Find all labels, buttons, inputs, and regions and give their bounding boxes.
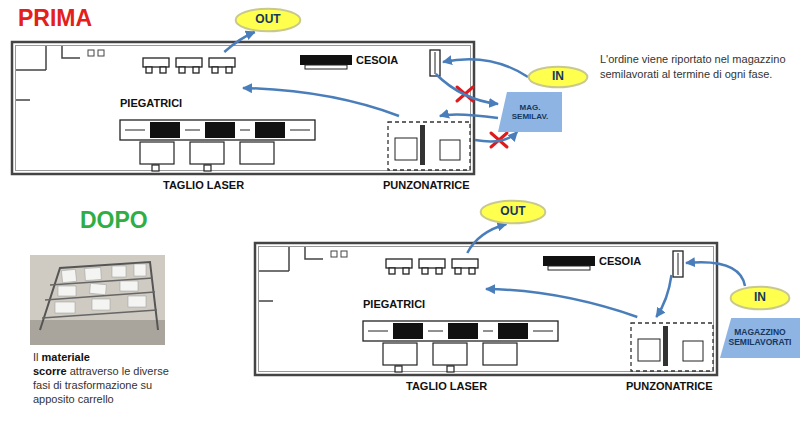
node-label: PIEGATRICI: [120, 97, 182, 110]
node-label: PUNZONATRICE: [383, 179, 470, 192]
node-label: IN: [552, 70, 564, 84]
flow-arrow: [486, 289, 637, 317]
ellipse-fill: [481, 201, 546, 224]
machine-area: PIEGATRICI: [118, 52, 243, 112]
machine-area: TAGLIO LASER: [361, 317, 561, 397]
flow-arrow: [243, 88, 399, 116]
flow-arrow: [436, 74, 498, 104]
warehouse-shape: MAG. SEMILAV.: [498, 92, 562, 132]
machine-area: CESOIA: [298, 50, 443, 74]
flow-arrow: [656, 275, 671, 317]
warehouse-fill: [498, 92, 562, 132]
flow-arrow: [440, 114, 498, 118]
node-label: TAGLIO LASER: [406, 380, 487, 393]
ellipse-fill: [529, 67, 588, 88]
warehouse-fill: [720, 318, 800, 358]
machine-area: PIEGATRICI: [361, 253, 486, 313]
ellipse-fill: [731, 287, 790, 310]
node-label: OUT: [255, 13, 280, 27]
machine-area: PUNZONATRICE: [623, 317, 718, 397]
section-heading: DOPO: [80, 207, 148, 234]
flow-arrow: [475, 132, 517, 141]
warehouse-shape: MAGAZZINO SEMILAVORATI: [720, 318, 800, 358]
flow-arrow: [443, 59, 528, 77]
node-label: PIEGATRICI: [363, 298, 425, 311]
photo-caption: Ilmateriale scorreattraverso le diverse …: [33, 350, 175, 406]
node-label: TAGLIO LASER: [163, 179, 244, 192]
note-text: L'ordine viene riportato nel magazzino s…: [600, 52, 790, 82]
caption-text: Il: [33, 351, 39, 363]
node-label: MAGAZZINO SEMILAVORATI: [723, 328, 797, 348]
node-label: MAG. SEMILAV.: [501, 103, 559, 121]
machine-area: PUNZONATRICE: [380, 116, 475, 196]
flow-arrow: [686, 262, 745, 286]
cart-photo: [30, 255, 165, 345]
node-label: CESOIA: [599, 255, 641, 268]
node-label: IN: [754, 291, 766, 305]
machine-area: TAGLIO LASER: [118, 116, 318, 196]
endpoint-ellipse: OUT: [235, 8, 301, 32]
node-label: PUNZONATRICE: [626, 380, 713, 393]
node-label: OUT: [500, 205, 525, 219]
endpoint-ellipse: IN: [528, 66, 588, 88]
node-label: CESOIA: [356, 54, 398, 67]
endpoint-ellipse: OUT: [480, 200, 546, 224]
machine-area: CESOIA: [541, 251, 686, 275]
endpoint-ellipse: IN: [730, 286, 790, 310]
ellipse-fill: [236, 9, 301, 32]
flow-arrow: [467, 224, 506, 253]
flow-arrow: [224, 32, 255, 52]
section-heading: PRIMA: [18, 5, 92, 32]
